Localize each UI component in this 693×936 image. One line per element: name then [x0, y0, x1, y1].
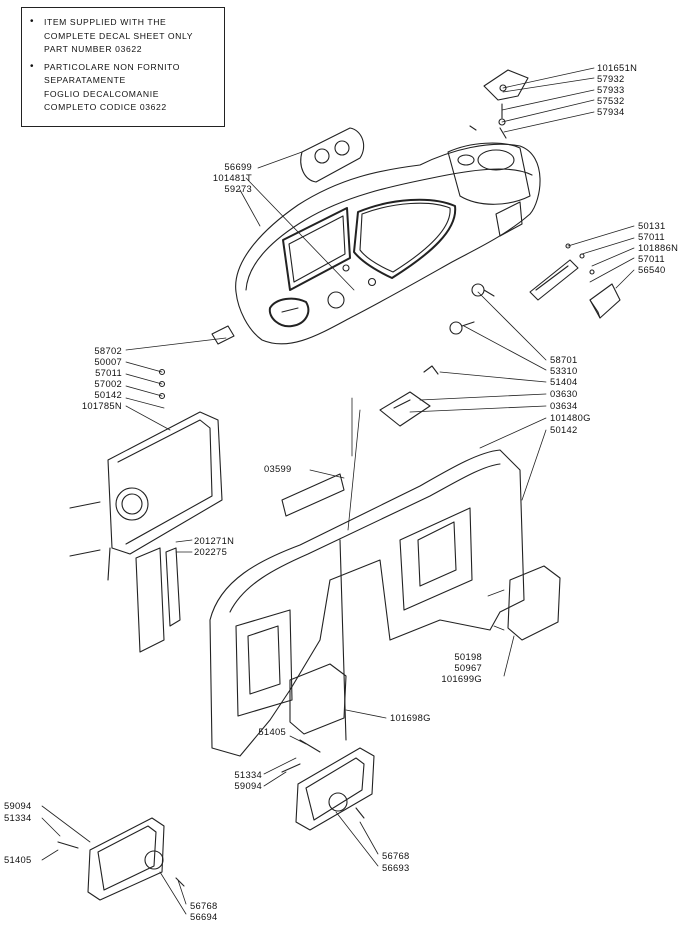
label-03630: 03630 — [550, 388, 578, 399]
label-101481T: 101481T — [212, 172, 252, 183]
label-56768-a: 56768 — [382, 850, 410, 861]
label-57532: 57532 — [597, 95, 625, 106]
label-51405-b: 51405 — [4, 854, 32, 865]
note-text-italian: PARTICOLARE NON FORNITO SEPARATAMENTE FO… — [44, 61, 181, 113]
label-57933: 57933 — [597, 84, 625, 95]
label-50142-b: 50142 — [550, 424, 578, 435]
note-bullet: • — [30, 16, 35, 27]
label-56768-b: 56768 — [190, 900, 218, 911]
label-59094-a: 59094 — [234, 780, 262, 791]
left-speaker-panel — [69, 368, 223, 581]
label-101886N: 101886N — [638, 242, 679, 253]
main-cowl — [209, 449, 525, 757]
headlamp-left — [57, 817, 185, 901]
label-56699: 56699 — [224, 161, 252, 172]
label-57011-a: 57011 — [638, 231, 665, 242]
note-italian: • PARTICOLARE NON FORNITO SEPARATAMENTE … — [30, 61, 218, 115]
label-53310: 53310 — [550, 365, 578, 376]
label-57002: 57002 — [94, 378, 122, 389]
label-50131: 50131 — [638, 220, 666, 231]
dashboard-console — [235, 127, 541, 345]
note-text-english: ITEM SUPPLIED WITH THE COMPLETE DECAL SH… — [44, 17, 194, 54]
knob-parts — [379, 283, 495, 427]
label-202275: 202275 — [194, 546, 228, 557]
label-57011-b: 57011 — [638, 253, 665, 264]
label-56693: 56693 — [382, 862, 410, 873]
label-101785N: 101785N — [81, 400, 122, 411]
cover-101698G — [289, 663, 347, 735]
cover-101699G — [507, 565, 561, 641]
label-101699G: 101699G — [441, 673, 482, 684]
label-51334-b: 51334 — [4, 812, 32, 823]
label-56694: 56694 — [190, 911, 218, 922]
note-bullet: • — [30, 60, 35, 72]
decal-note-box: • ITEM SUPPLIED WITH THE COMPLETE DECAL … — [21, 7, 225, 127]
label-58702: 58702 — [94, 345, 122, 356]
label-50007: 50007 — [94, 356, 122, 367]
decal-03599 — [281, 473, 345, 517]
label-57932: 57932 — [597, 73, 625, 84]
cap-assembly — [469, 69, 529, 139]
label-201271N: 201271N — [194, 535, 235, 546]
label-101480G: 101480G — [550, 412, 591, 423]
switch-panel — [529, 243, 621, 319]
label-56540: 56540 — [638, 264, 666, 275]
label-51334-a: 51334 — [234, 769, 262, 780]
label-50198: 50198 — [454, 651, 482, 662]
leader-lines — [41, 67, 635, 915]
connector-58702 — [211, 325, 235, 345]
label-59094-b: 59094 — [4, 800, 32, 811]
note-english: • ITEM SUPPLIED WITH THE COMPLETE DECAL … — [30, 16, 218, 57]
label-57011-c: 57011 — [95, 367, 122, 378]
label-101698G: 101698G — [390, 712, 431, 723]
label-50967: 50967 — [454, 662, 482, 673]
side-brackets — [135, 547, 181, 653]
label-59273: 59273 — [224, 183, 252, 194]
label-50142-a: 50142 — [94, 389, 122, 400]
label-03599: 03599 — [264, 463, 292, 474]
label-101651N: 101651N — [597, 62, 638, 73]
label-51404: 51404 — [550, 376, 578, 387]
label-03634: 03634 — [550, 400, 578, 411]
headlamp-right — [281, 739, 375, 831]
label-57934: 57934 — [597, 106, 625, 117]
label-58701: 58701 — [550, 354, 578, 365]
label-51405-a: 51405 — [258, 726, 286, 737]
